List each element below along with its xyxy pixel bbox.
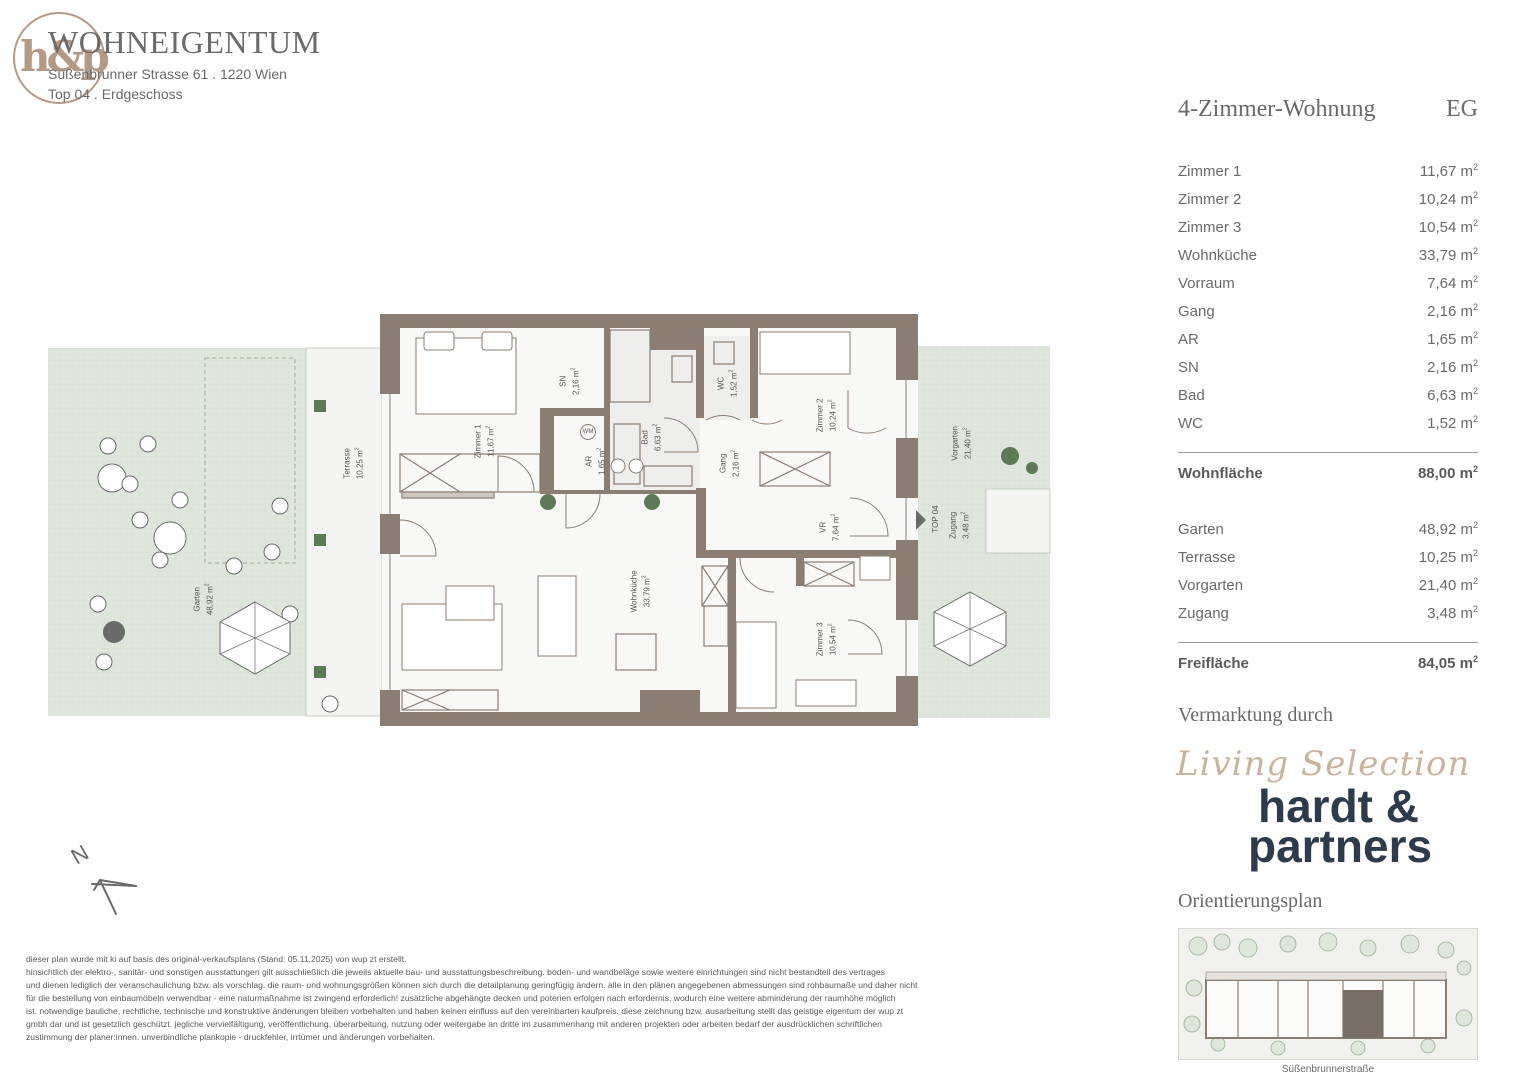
total-value: 88,00 m2 [1417,464,1478,482]
room-name: Zimmer 3 [1178,218,1242,236]
room-row: Zimmer 2 10,24 m2 [1178,185,1478,213]
room-row: SN 2,16 m2 [1178,353,1478,381]
brand-logo-line1: hardt & [1258,780,1419,832]
disclaimer-line: gmbh dar und ist gesetzlich geschützt. j… [26,1019,882,1029]
orientation-map [1178,928,1478,1060]
room-name: Bad [1178,386,1205,404]
disclaimer-line: hinsichtlich der elektro-, sanitär- und … [26,967,885,977]
disclaimer-line: und dienen lediglich der veranschaulichu… [26,980,918,990]
brand-logo-line2: partners [1248,820,1433,872]
room-row: Wohnküche 33,79 m2 [1178,241,1478,269]
area-value: 48,92 m2 [1418,520,1478,538]
area-name: Zugang [1178,604,1229,622]
total-label: Wohnfläche [1178,464,1263,482]
room-row: Gang 2,16 m2 [1178,297,1478,325]
disclaimer-line: für die bestellung von einbaumöbeln verw… [26,993,896,1003]
room-area: 10,54 m2 [1418,218,1478,236]
area-value: 3,48 m2 [1427,604,1478,622]
room-name: WC [1178,414,1203,432]
room-row: Bad 6,63 m2 [1178,381,1478,409]
divider [1178,642,1478,643]
room-area: 11,67 m2 [1419,162,1478,180]
disclaimer-line: dieser plan wurde mit ki auf basis des o… [26,954,407,964]
document-title: WOHNEIGENTUM [48,24,321,60]
room-row: Zimmer 1 11,67 m2 [1178,157,1478,185]
room-name: Vorraum [1178,274,1235,292]
area-value: 10,25 m2 [1418,548,1478,566]
room-row: AR 1,65 m2 [1178,325,1478,353]
disclaimer-line: ist. notwendige bauliche, rechtliche, te… [26,1006,904,1016]
room-name: Zimmer 1 [1178,162,1242,180]
disclaimer: dieser plan wurde mit ki auf basis des o… [26,953,1076,1044]
washing-machine-icon: WM [580,424,596,440]
logo-ring [13,12,105,104]
outdoor-row: Vorgarten 21,40 m2 [1178,571,1478,599]
disclaimer-line: zustimmung der planer:innen. unverbindli… [26,1032,435,1042]
living-area-total: Wohnfläche 88,00 m2 [1178,459,1478,487]
room-name: Zimmer 2 [1178,190,1242,208]
room-row: WC 1,52 m2 [1178,409,1478,437]
room-area: 7,64 m2 [1427,274,1478,292]
area-name: Vorgarten [1178,576,1244,594]
room-area: 2,16 m2 [1427,302,1478,320]
outdoor-row: Terrasse 10,25 m2 [1178,543,1478,571]
address: Süßenbrunner Strasse 61 . 1220 Wien [48,66,287,82]
room-name: AR [1178,330,1199,348]
area-value: 21,40 m2 [1418,576,1478,594]
street-name: Süßenbrunnerstraße [1281,1064,1375,1075]
room-area: 1,52 m2 [1427,414,1478,432]
room-name: Gang [1178,302,1215,320]
room-area: 10,24 m2 [1418,190,1478,208]
divider [1178,452,1478,453]
floor-level: EG [1446,96,1478,122]
outdoor-row: Garten 48,92 m2 [1178,515,1478,543]
room-area: 2,16 m2 [1427,358,1478,376]
north-arrow-icon [91,879,137,915]
room-area: 1,65 m2 [1427,330,1478,348]
area-name: Terrasse [1178,548,1236,566]
entrance-label-top04: TOP 04 [931,505,940,533]
room-area: 33,79 m2 [1418,246,1478,264]
total-label: Freifläche [1178,654,1249,672]
outdoor-row: Zugang 3,48 m2 [1178,599,1478,627]
room-row: Zimmer 3 10,54 m2 [1178,213,1478,241]
living-selection-logo: Living Selection [1176,744,1471,784]
unit-location: Top 04 . Erdgeschoss [48,86,183,102]
access-area [985,488,1051,554]
room-name: Wohnküche [1178,246,1257,264]
outdoor-area-total: Freifläche 84,05 m2 [1178,649,1478,677]
unit-type: 4-Zimmer-Wohnung [1178,96,1376,122]
floor-plan [48,314,1051,726]
orientation-title: Orientierungsplan [1178,890,1323,912]
room-area: 6,63 m2 [1427,386,1478,404]
company-logo: h&p [20,32,110,81]
room-name: SN [1178,358,1199,376]
marketing-label: Vermarktung durch [1178,704,1333,726]
area-name: Garten [1178,520,1224,538]
room-row: Vorraum 7,64 m2 [1178,269,1478,297]
total-value: 84,05 m2 [1417,654,1478,672]
